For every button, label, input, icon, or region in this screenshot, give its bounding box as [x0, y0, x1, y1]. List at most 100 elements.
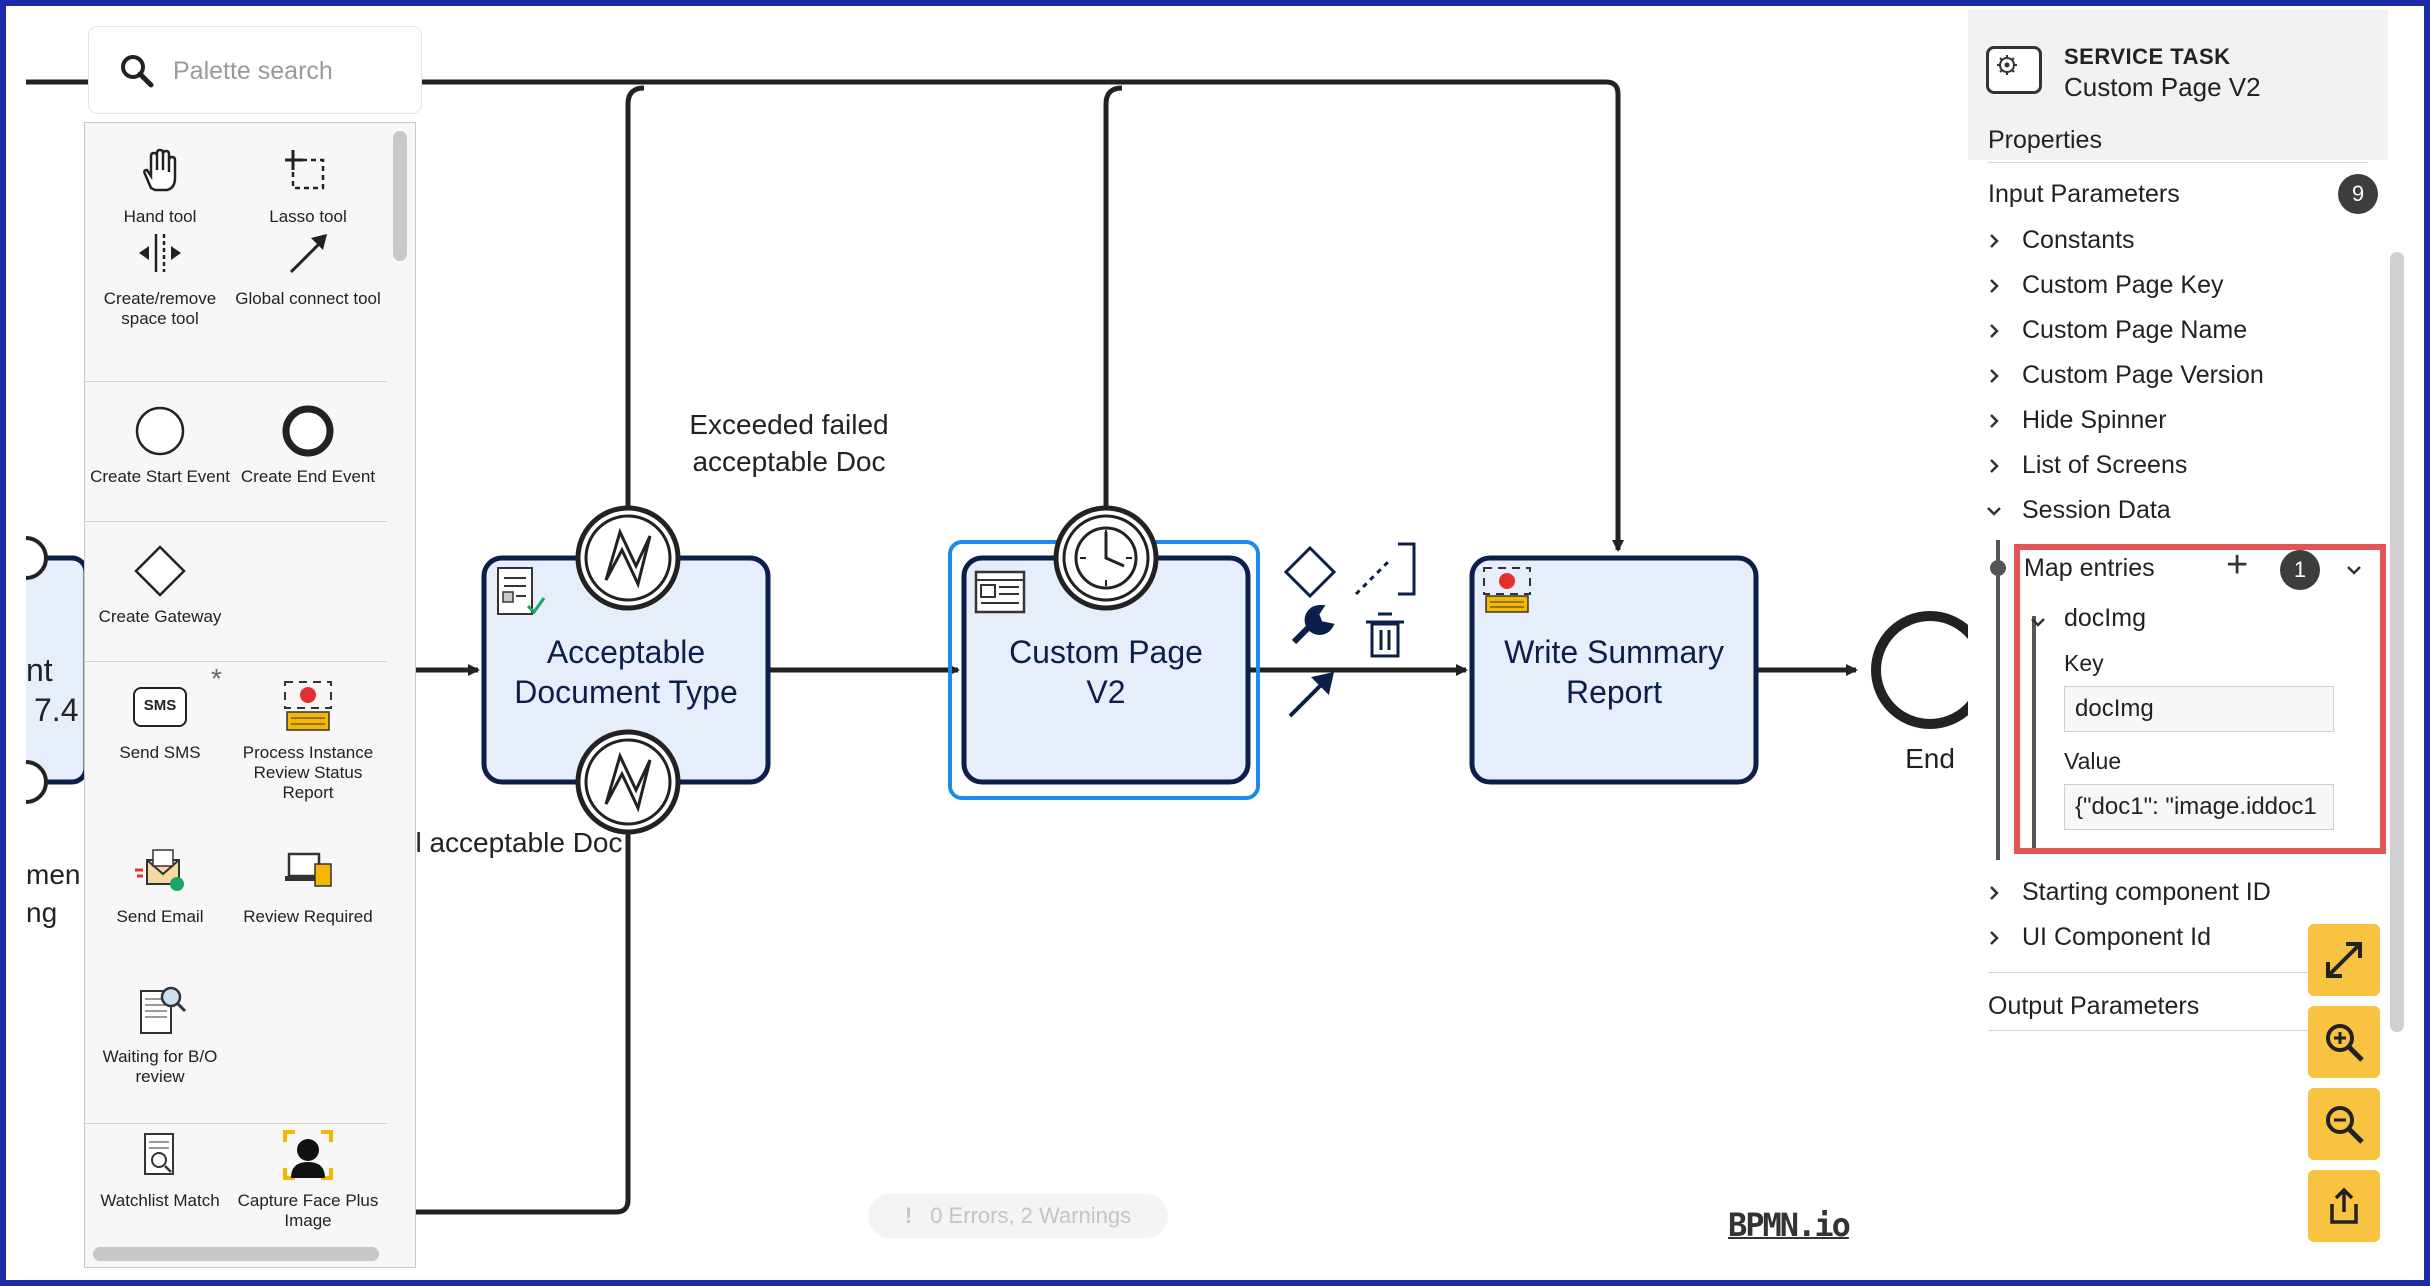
share-icon — [2330, 1187, 2358, 1224]
add-map-entry-button[interactable]: + — [2226, 544, 2249, 586]
space-tool[interactable]: Create/remove space tool — [85, 223, 235, 329]
left-flow-label-1: men — [26, 859, 81, 890]
append-gateway-icon — [1283, 545, 1337, 599]
input-param-hide-spinner[interactable]: Hide Spinner — [1986, 406, 2167, 435]
input-param-custom-page-version[interactable]: Custom Page Version — [1986, 361, 2264, 390]
palette-search[interactable] — [88, 26, 422, 114]
wrench-icon — [1291, 604, 1335, 645]
send-email[interactable]: Send Email — [85, 841, 235, 927]
chevron-right-icon — [1990, 931, 1999, 945]
end-event-label: End — [1905, 743, 1955, 774]
zoom-in-button[interactable] — [2308, 1006, 2380, 1078]
input-param-list-of-screens[interactable]: List of Screens — [1986, 451, 2187, 480]
input-param-custom-page-key[interactable]: Custom Page Key — [1986, 271, 2224, 300]
global-connect-tool[interactable]: Global connect tool — [233, 223, 383, 309]
chevron-right-icon — [1990, 234, 1999, 248]
palette-divider — [85, 381, 387, 382]
waiting-bo-review[interactable]: Waiting for B/O review — [85, 981, 235, 1087]
process-instance-review[interactable]: Process Instance Review Status Report — [233, 677, 383, 803]
nesting-line — [1996, 540, 2000, 860]
palette-horizontal-scrollbar[interactable] — [93, 1247, 379, 1261]
timer-boundary-event — [1053, 505, 1159, 611]
flow-top-main — [26, 79, 1624, 552]
hand-tool-label: Hand tool — [123, 207, 197, 226]
chevron-right-icon — [1990, 886, 1999, 900]
create-start-event[interactable]: Create Start Event — [85, 401, 235, 487]
input-param-starting-component-id[interactable]: Starting component ID — [1986, 878, 2271, 907]
flow-label-exceeded: Exceeded failed acceptable Doc — [689, 409, 889, 477]
watchlist-match-label: Watchlist Match — [100, 1191, 220, 1210]
hand-tool[interactable]: Hand tool — [85, 141, 235, 227]
send-email-label: Send Email — [116, 907, 204, 926]
export-button[interactable] — [2308, 1170, 2380, 1242]
laptop-review-icon — [285, 852, 332, 887]
waiting-bo-review-label: Waiting for B/O review — [102, 1047, 218, 1086]
input-parameters-group[interactable]: Input Parameters — [1988, 180, 2180, 208]
map-entry-name[interactable]: docImg — [2064, 604, 2146, 632]
send-sms-label: Send SMS — [119, 743, 201, 762]
chevron-down-icon — [1987, 507, 2001, 516]
camera-keyboard-icon — [284, 681, 332, 731]
input-param-label: Custom Page Key — [2022, 271, 2224, 299]
task-label-write-summary: Write Summary Report — [1504, 634, 1724, 710]
left-flow-label-2: ng — [26, 897, 58, 928]
start-event-icon — [135, 406, 185, 456]
create-start-event-label: Create Start Event — [90, 467, 230, 486]
hand-icon — [143, 148, 177, 192]
palette: Hand tool Lasso tool Create/remove space… — [84, 122, 416, 1268]
input-param-custom-page-name[interactable]: Custom Page Name — [1986, 316, 2247, 345]
zoom-out-icon — [2326, 1106, 2364, 1144]
chevron-down-icon[interactable] — [2030, 614, 2046, 630]
lasso-tool-label: Lasso tool — [269, 207, 347, 226]
create-end-event-label: Create End Event — [240, 467, 376, 486]
element-type: SERVICE TASK — [2064, 44, 2231, 69]
element-name: Custom Page V2 — [2064, 72, 2261, 102]
map-entries-count: 1 — [2280, 550, 2320, 590]
service-task-icon — [1986, 46, 2042, 94]
task-write-summary — [1469, 555, 1759, 785]
lasso-tool[interactable]: Lasso tool — [233, 141, 383, 227]
zoom-out-button[interactable] — [2308, 1088, 2380, 1160]
review-required[interactable]: Review Required — [233, 841, 383, 927]
chevron-right-icon — [1990, 459, 1999, 473]
properties-group-general[interactable]: Properties — [1988, 126, 2102, 154]
input-param-ui-component-id[interactable]: UI Component Id — [1986, 923, 2211, 952]
chevron-right-icon — [1990, 414, 1999, 428]
input-param-session-data[interactable]: Session Data — [1986, 496, 2171, 525]
browser-page-icon — [974, 570, 1026, 614]
context-pad — [1283, 542, 1416, 718]
task-label-custom-page: Custom Page V2 — [1009, 634, 1203, 710]
search-icon — [121, 55, 154, 88]
value-input[interactable]: {"doc1": "image.iddoc1 — [2064, 784, 2334, 830]
create-gateway[interactable]: Create Gateway — [85, 541, 235, 627]
key-input[interactable]: docImg — [2064, 686, 2334, 732]
connect-icon — [289, 234, 327, 274]
palette-search-input[interactable] — [173, 51, 403, 91]
divider — [1988, 972, 2308, 973]
input-param-label: Session Data — [2022, 496, 2171, 524]
asterisk-marker: * — [211, 663, 222, 694]
input-param-constants[interactable]: Constants — [1986, 226, 2135, 255]
end-event-icon — [282, 405, 334, 457]
output-parameters-group[interactable]: Output Parameters — [1988, 992, 2200, 1020]
text-annotation-icon — [1398, 542, 1416, 596]
bpmn-io-logo[interactable]: BPMN.io — [1728, 1206, 1851, 1244]
capture-face-image[interactable]: Capture Face Plus Image — [233, 1125, 383, 1231]
create-end-event[interactable]: Create End Event — [233, 401, 383, 487]
nesting-line — [2032, 616, 2036, 848]
input-param-label: Custom Page Version — [2022, 361, 2264, 389]
chevron-down-icon[interactable] — [2346, 562, 2362, 578]
fit-viewport-button[interactable] — [2308, 924, 2380, 996]
chevron-right-icon — [1990, 324, 1999, 338]
lint-status[interactable]: !0 Errors, 2 Warnings — [868, 1194, 1168, 1238]
create-gateway-label: Create Gateway — [98, 607, 222, 626]
properties-scrollbar[interactable] — [2390, 252, 2404, 1032]
palette-scrollbar[interactable] — [393, 131, 407, 261]
document-check-icon — [497, 567, 546, 615]
expand-icon — [2326, 942, 2362, 978]
send-sms[interactable]: SMS Send SMS — [85, 677, 235, 763]
capture-face-image-label: Capture Face Plus Image — [237, 1191, 379, 1230]
properties-header: SERVICE TASK Custom Page V2 — [1968, 10, 2388, 160]
watchlist-match[interactable]: Watchlist Match — [85, 1125, 235, 1211]
highlight-box — [2014, 544, 2386, 854]
